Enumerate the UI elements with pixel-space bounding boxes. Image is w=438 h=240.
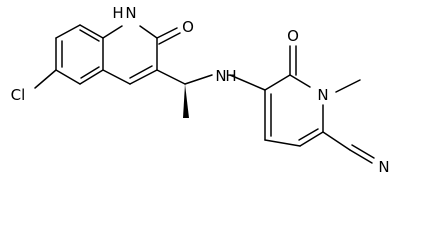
wedge-bond xyxy=(183,84,189,118)
atom-quinolinone-o: O xyxy=(182,18,194,36)
atom-quinolinone-h: H xyxy=(112,4,123,22)
bond xyxy=(184,74,213,85)
bond xyxy=(289,74,311,88)
atom-nitrile-n: N xyxy=(378,158,389,176)
bond xyxy=(299,131,324,147)
bond xyxy=(264,74,291,91)
atom-amine-n: N xyxy=(215,67,226,85)
bond xyxy=(156,27,178,39)
bond xyxy=(102,69,131,85)
bond xyxy=(79,69,104,85)
bond xyxy=(129,65,153,79)
atom-chloro: Cl xyxy=(11,86,26,104)
bond xyxy=(229,74,266,91)
bond xyxy=(79,24,104,39)
bond xyxy=(129,69,158,85)
atom-pyridone-o: O xyxy=(287,27,299,45)
atom-pyridone-n: N xyxy=(317,86,328,104)
bond xyxy=(80,66,100,79)
bond xyxy=(79,29,100,42)
bond xyxy=(156,69,186,85)
bond xyxy=(351,144,375,159)
molecule-structure: H N O Cl N H O N N xyxy=(11,4,390,176)
bond xyxy=(264,139,301,147)
bond xyxy=(158,32,181,45)
bond xyxy=(349,149,373,164)
bond xyxy=(139,25,158,39)
bond xyxy=(298,128,319,141)
atom-amine-h: H xyxy=(225,67,236,85)
bond xyxy=(55,24,81,39)
bonds xyxy=(34,24,375,164)
bond xyxy=(34,69,57,89)
atom-labels: H N O Cl N H O N N xyxy=(11,4,390,176)
bond xyxy=(335,79,361,93)
atom-quinolinone-n: N xyxy=(125,4,136,22)
bond xyxy=(55,69,81,85)
bond xyxy=(322,131,351,151)
bond xyxy=(102,25,123,39)
